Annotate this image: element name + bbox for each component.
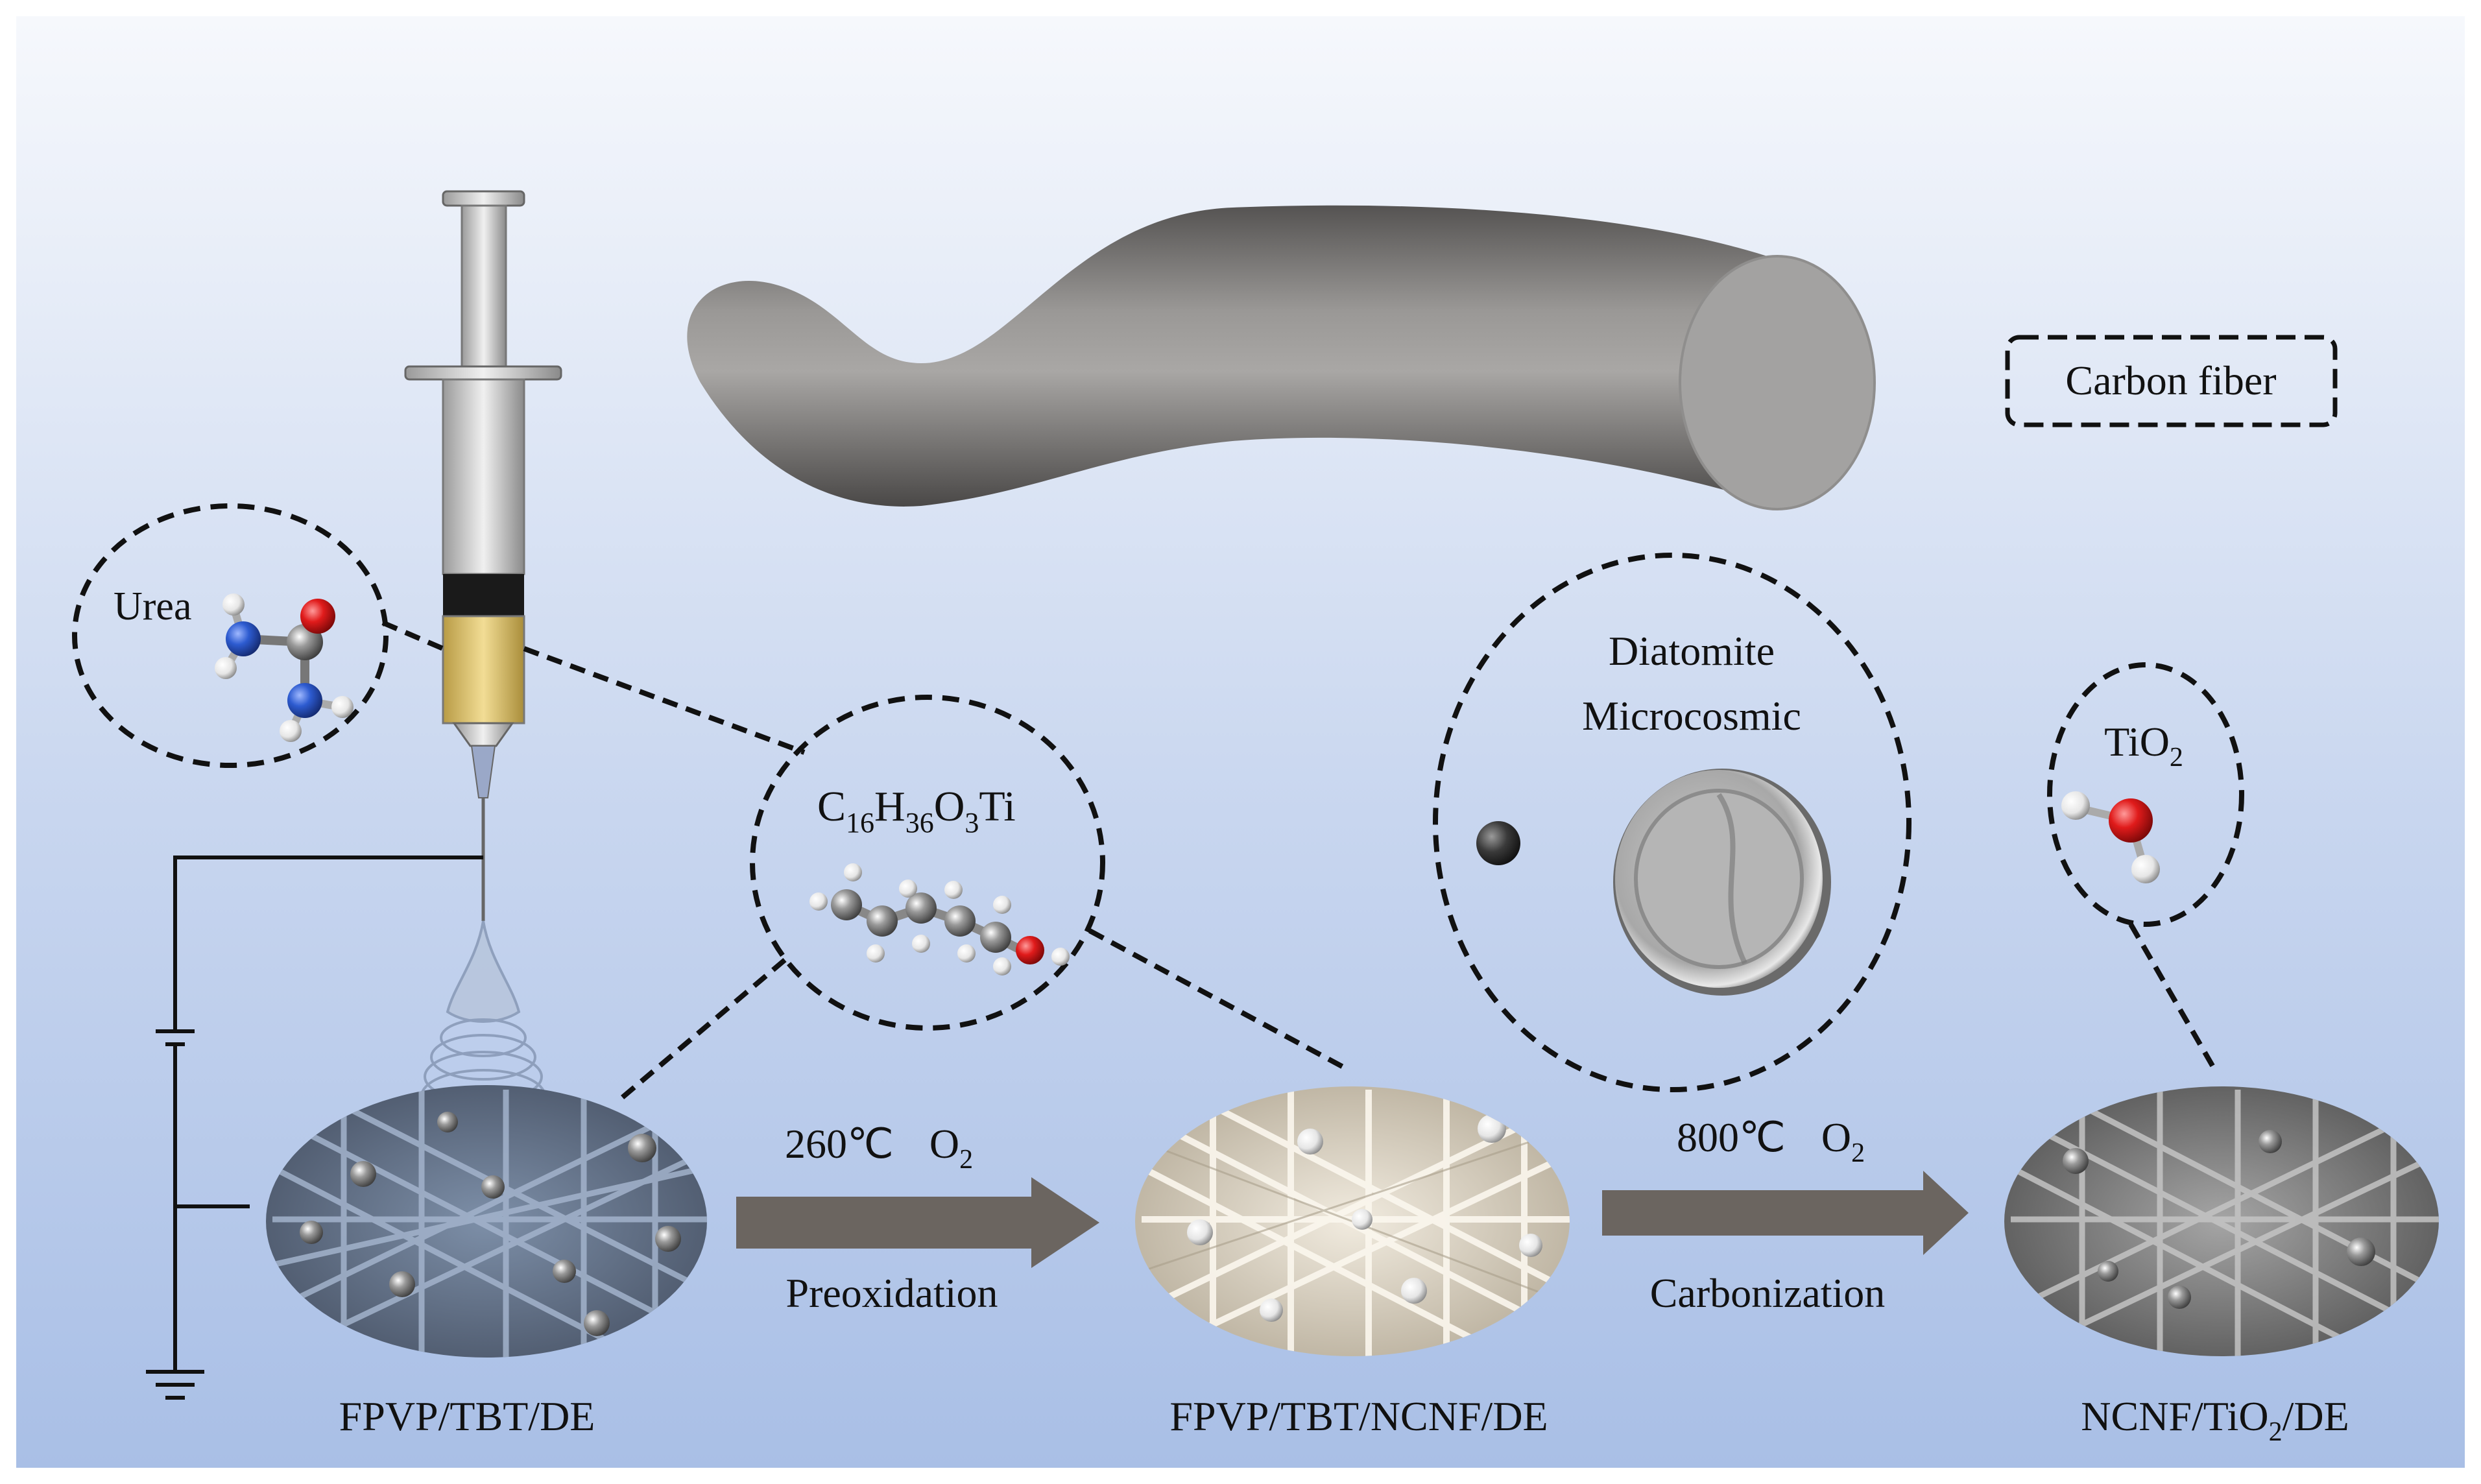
tbt-callout [750, 695, 1105, 1031]
solution-fill [442, 615, 525, 724]
diatomite-label-line1: Diatomite [1609, 628, 1775, 674]
carbon-fiber-label-box [2005, 335, 2338, 427]
tbt-leader-top [523, 646, 806, 755]
tio2-label: TiO2 [2104, 719, 2183, 772]
diatomite-callout [1433, 553, 1912, 1092]
tio2-molecule [2061, 791, 2160, 883]
tio2-leader [2128, 922, 2218, 1072]
mat1-label: FPVP/TBT/DE [339, 1393, 595, 1439]
carbon-fiber-illustration [687, 205, 1876, 510]
mat1-disc [266, 1085, 707, 1358]
preoxidation-arrow [736, 1177, 1099, 1268]
tbt-leader-left [614, 957, 787, 1105]
mat3-label: NCNF/TiO2/DE [2081, 1393, 2349, 1447]
tio2-callout [2047, 662, 2244, 927]
diatomite-label-line2: Microcosmic [1582, 693, 1801, 739]
spinning-jet [420, 920, 546, 1123]
mat2-disc [1135, 1086, 1570, 1356]
tbt-molecule [809, 863, 1070, 975]
step1-name: Preoxidation [785, 1270, 998, 1316]
syringe-illustration [404, 190, 562, 921]
step2-name: Carbonization [1650, 1270, 1886, 1316]
urea-molecule [215, 593, 354, 742]
mat2-label: FPVP/TBT/NCNF/DE [1169, 1393, 1548, 1439]
circuit [146, 856, 483, 1400]
diatomite-particle [1476, 821, 1520, 865]
carbonization-arrow [1602, 1171, 1969, 1255]
urea-callout [72, 503, 389, 768]
urea-label: Urea [114, 584, 191, 628]
diatomite-frustule [1613, 769, 1831, 996]
tbt-formula-label: C16H36O3Ti [817, 783, 1016, 839]
urea-leader [381, 620, 444, 651]
carbon-fiber-label: Carbon fiber [2065, 357, 2276, 403]
